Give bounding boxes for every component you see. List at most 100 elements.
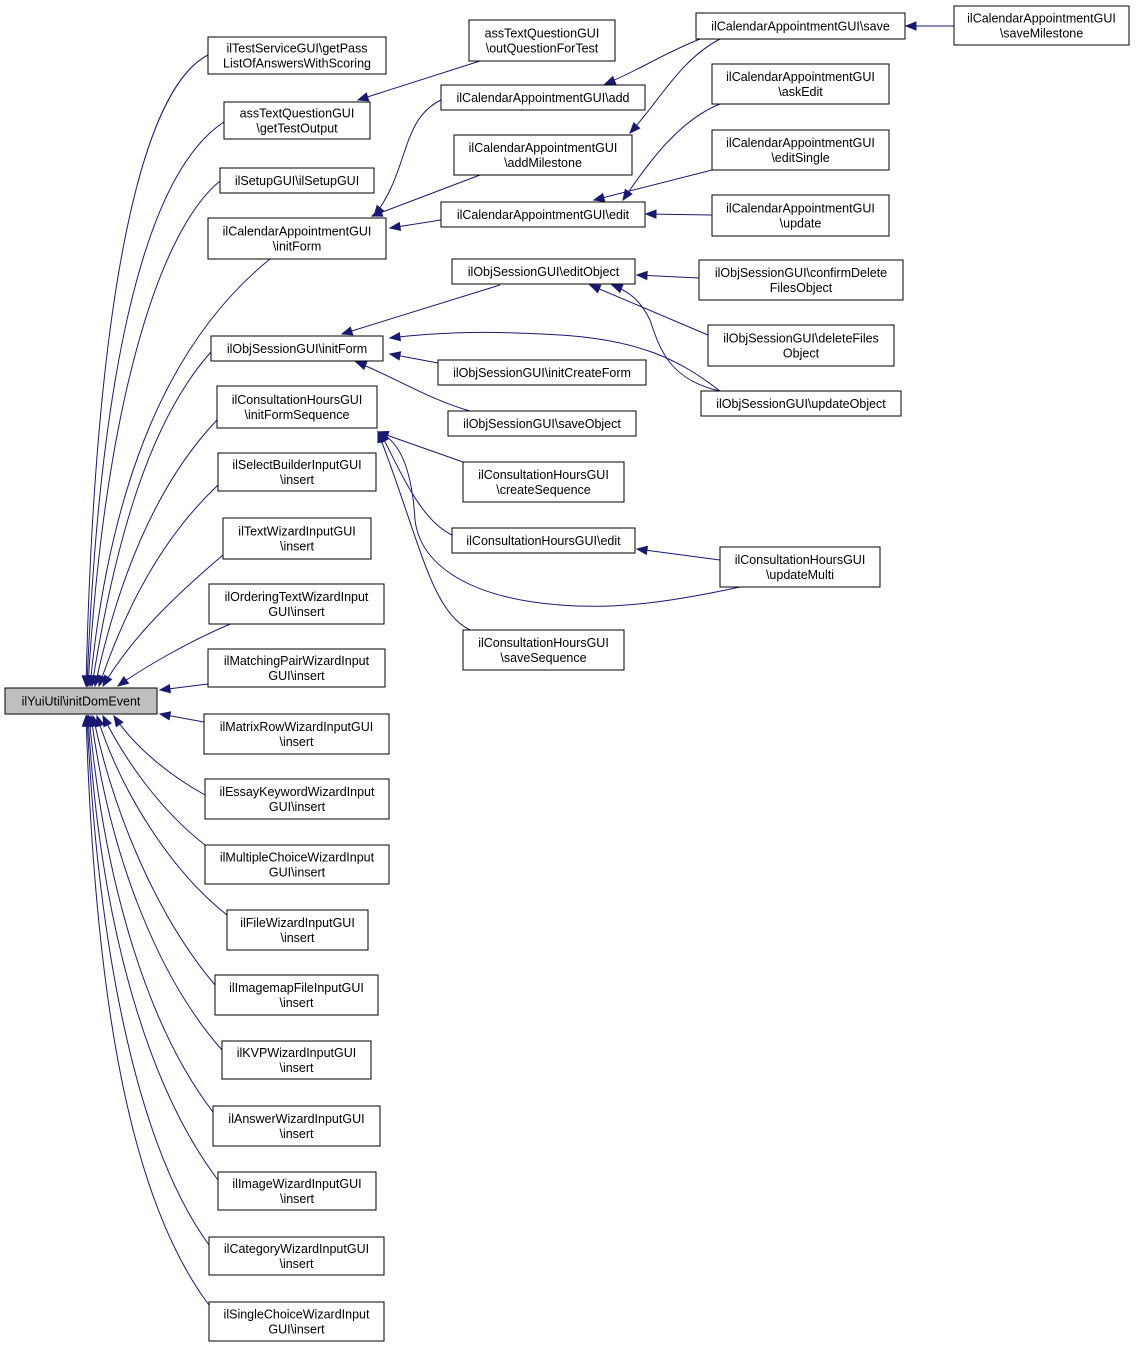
node-label-line: ilObjSessionGUI\initCreateForm — [453, 366, 631, 380]
node-box — [207, 36, 387, 75]
graph-node-c8[interactable]: ilConsultationHoursGUI\createSequence — [462, 461, 625, 503]
graph-node-c7[interactable]: ilObjSessionGUI\saveObject — [447, 410, 637, 437]
node-label-line: \createSequence — [496, 483, 591, 497]
node-box — [437, 359, 647, 386]
graph-node-c2[interactable]: ilCalendarAppointmentGUI\add — [440, 84, 646, 111]
edge-line — [355, 361, 471, 412]
graph-node-n7[interactable]: ilSelectBuilderInputGUI\insert — [217, 452, 377, 492]
root-node[interactable]: ilYuiUtil\initDomEvent — [4, 687, 158, 715]
node-label-line: GUI\insert — [268, 669, 325, 683]
graph-node-n5[interactable]: ilObjSessionGUI\initForm — [210, 335, 384, 362]
node-label-line: ListOfAnswersWithScoring — [223, 57, 371, 71]
arrowhead — [635, 545, 649, 556]
node-label-line: ilKVPWizardInputGUI — [237, 1046, 356, 1060]
edge-line — [341, 284, 501, 335]
graph-node-n4[interactable]: ilCalendarAppointmentGUI\initForm — [207, 217, 387, 260]
node-label-line: \insert — [279, 735, 314, 749]
node-box — [226, 909, 369, 951]
node-label-line: \insert — [280, 540, 315, 554]
edge-line — [377, 431, 471, 631]
edge-d3-to-c4 — [592, 167, 721, 203]
node-box — [212, 1105, 381, 1147]
edge-line — [102, 715, 206, 846]
node-label-line: GUI\insert — [269, 866, 326, 880]
graph-node-d3[interactable]: ilCalendarAppointmentGUI\editSingle — [711, 129, 890, 171]
graph-node-n2[interactable]: assTextQuestionGUI\getTestOutput — [223, 101, 371, 140]
node-box — [462, 629, 625, 671]
edge-n12-to-root — [113, 714, 206, 796]
node-label-line: ilCategoryWizardInputGUI — [224, 1242, 369, 1256]
edge-line — [377, 431, 464, 463]
node-label-line: ilEssayKeywordWizardInput — [220, 785, 375, 799]
node-box — [223, 101, 371, 140]
node-label-line: ilTestServiceGUI\getPass — [226, 42, 367, 56]
arrowhead — [354, 361, 368, 371]
edge-n13-to-root — [102, 714, 206, 846]
arrowhead — [629, 122, 641, 134]
node-label-line: ilObjSessionGUI\deleteFiles — [723, 332, 879, 346]
node-label-line: ilCalendarAppointmentGUI\edit — [457, 208, 630, 222]
graph-node-n3[interactable]: ilSetupGUI\ilSetupGUI — [219, 167, 375, 194]
graph-node-c3[interactable]: ilCalendarAppointmentGUI\addMilestone — [453, 134, 633, 176]
edge-line — [91, 351, 212, 687]
graph-node-c10[interactable]: ilConsultationHoursGUI\saveSequence — [462, 629, 625, 671]
graph-node-n16[interactable]: ilKVPWizardInputGUI\insert — [221, 1040, 372, 1080]
graph-node-n19[interactable]: ilCategoryWizardInputGUI\insert — [208, 1236, 385, 1276]
node-label-line: ilSingleChoiceWizardInput — [224, 1308, 370, 1322]
graph-node-c9[interactable]: ilConsultationHoursGUI\edit — [451, 527, 636, 554]
node-box — [4, 687, 158, 715]
node-box — [953, 5, 1130, 46]
graph-node-c6[interactable]: ilObjSessionGUI\initCreateForm — [437, 359, 647, 386]
edge-n11-to-root — [158, 711, 205, 723]
graph-node-n1[interactable]: ilTestServiceGUI\getPassListOfAnswersWit… — [207, 36, 387, 75]
graph-node-n17[interactable]: ilAnswerWizardInputGUI\insert — [212, 1105, 381, 1147]
node-label-line: ilOrderingTextWizardInput — [225, 590, 369, 604]
node-label-line: \updateMulti — [766, 568, 834, 582]
node-label-line: ilCalendarAppointmentGUI\save — [711, 20, 890, 34]
edge-line — [622, 103, 721, 201]
edge-line — [593, 167, 721, 201]
node-box — [451, 527, 636, 554]
node-box — [451, 258, 636, 285]
graph-node-n15[interactable]: ilImagemapFileInputGUI\insert — [214, 974, 379, 1016]
edge-line — [113, 715, 206, 796]
graph-node-n14[interactable]: ilFileWizardInputGUI\insert — [226, 909, 369, 951]
edge-line — [86, 715, 210, 1246]
graph-node-d4[interactable]: ilCalendarAppointmentGUI\update — [711, 194, 890, 237]
edge-n8-to-root — [102, 554, 224, 688]
graph-node-c4[interactable]: ilCalendarAppointmentGUI\edit — [440, 201, 646, 228]
edge-n19-to-root — [82, 714, 210, 1246]
edge-c1-to-n2 — [356, 60, 481, 102]
node-box — [217, 1171, 377, 1211]
graph-node-n11[interactable]: ilMatrixRowWizardInputGUI\insert — [203, 713, 390, 755]
graph-node-n18[interactable]: ilImageWizardInputGUI\insert — [217, 1171, 377, 1211]
node-box — [219, 167, 375, 194]
graph-node-d7[interactable]: ilObjSessionGUI\updateObject — [700, 390, 902, 417]
graph-node-n8[interactable]: ilTextWizardInputGUI\insert — [222, 517, 372, 560]
graph-node-d2[interactable]: ilCalendarAppointmentGUI\askEdit — [711, 63, 890, 105]
edge-line — [92, 715, 216, 986]
graph-node-c5[interactable]: ilObjSessionGUI\editObject — [451, 258, 636, 285]
graph-node-n6[interactable]: ilConsultationHoursGUI\initFormSequence — [216, 385, 378, 429]
edge-line — [357, 60, 481, 101]
edge-line — [85, 715, 210, 1306]
edge-d2-to-c4 — [622, 103, 721, 202]
edge-d6-to-c5 — [588, 284, 709, 336]
graph-node-c1[interactable]: assTextQuestionGUI\outQuestionForTest — [468, 19, 616, 62]
arrowhead — [388, 351, 402, 361]
edge-c9-to-n6 — [379, 430, 453, 536]
graph-node-e1[interactable]: ilCalendarAppointmentGUI\saveMilestone — [953, 5, 1130, 46]
graph-node-d8[interactable]: ilConsultationHoursGUI\updateMulti — [719, 546, 881, 588]
edge-d1-to-c2 — [603, 38, 701, 85]
graph-node-d1[interactable]: ilCalendarAppointmentGUI\save — [695, 12, 906, 40]
node-label-line: ilObjSessionGUI\confirmDelete — [715, 266, 887, 280]
edge-n7-to-root — [97, 484, 219, 688]
node-label-line: ilConsultationHoursGUI\edit — [466, 534, 621, 548]
